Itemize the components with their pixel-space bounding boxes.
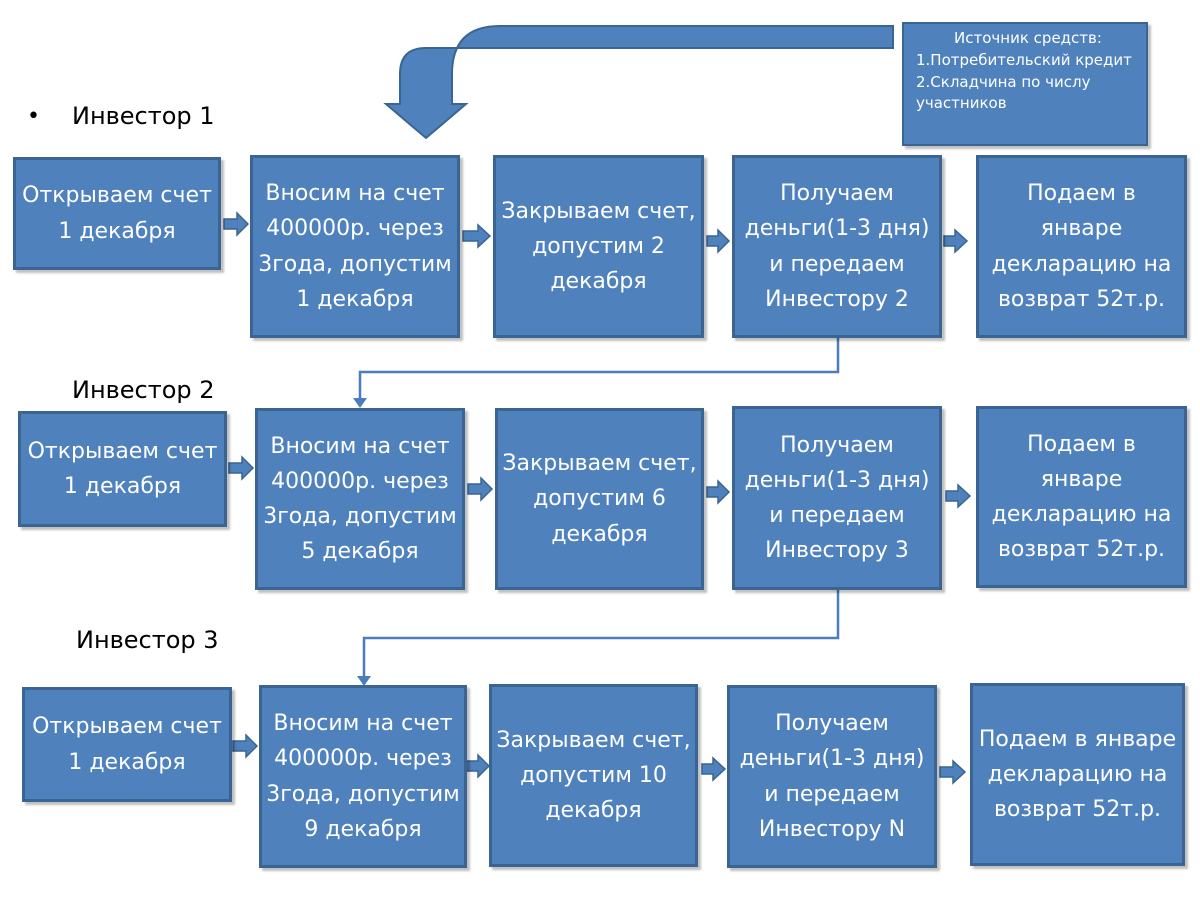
step-text: Вносим на счет 400000р. через 3года, доп… [263, 433, 457, 565]
row2-investor-label: Инвестор 2 [72, 376, 215, 404]
step-text: Открываем счет 1 декабря [32, 714, 222, 775]
row2-arrow-4 [945, 483, 972, 509]
row1-step-close-account: Закрываем счет, допустим 2 декабря [493, 155, 704, 338]
row3-arrow-1 [232, 733, 259, 759]
step-text: Подаем в январе декларацию на возврат 52… [991, 181, 1172, 312]
step-text: Подаем в январе декларацию на возврат 52… [978, 726, 1177, 823]
funds-source-title: Источник средств: [954, 29, 1102, 47]
funds-source-item: 1.Потребительский кредит [916, 50, 1132, 69]
step-text: Закрываем счет, допустим 6 декабря [502, 451, 697, 547]
row1-step-deposit: Вносим на счет 400000р. через 3года, доп… [250, 155, 460, 338]
row2-to-row3-connector [362, 590, 840, 678]
row3-step-open-account: Открываем счет 1 декабря [22, 687, 232, 802]
step-text: Вносим на счет 400000р. через 3года, доп… [266, 711, 460, 842]
step-text: Получаем деньги(1-3 дня) и передаем Инве… [744, 181, 930, 312]
row2-arrow-3 [706, 479, 731, 505]
row3-arrow-4 [939, 759, 967, 785]
funds-source-box: Источник средств: 1.Потребительский кред… [902, 22, 1148, 146]
step-text: Подаем в январе декларацию на возврат 52… [991, 431, 1172, 563]
row3-step-receive-money: Получаем деньги(1-3 дня) и передаем Инве… [727, 685, 937, 868]
row3-investor-label: Инвестор 3 [76, 626, 219, 654]
row1-step-receive-money: Получаем деньги(1-3 дня) и передаем Инве… [732, 155, 942, 338]
funds-source-item: 2.Складчина по числу участников [916, 72, 1091, 113]
step-text: Закрываем счет, допустим 10 декабря [496, 727, 691, 824]
row1-to-row2-connector [358, 338, 840, 400]
row2-step-deposit: Вносим на счет 400000р. через 3года, доп… [255, 408, 465, 590]
row3-step-deposit: Вносим на счет 400000р. через 3года, доп… [259, 685, 467, 868]
source-curved-arrow [383, 25, 894, 140]
row1-arrow-1 [223, 211, 250, 237]
row2-step-receive-money: Получаем деньги(1-3 дня) и передаем Инве… [732, 406, 942, 590]
row3-arrow-3 [701, 756, 727, 782]
row1-step-open-account: Открываем счет 1 декабря [13, 157, 221, 270]
row1-arrow-3 [706, 228, 731, 254]
step-text: Открываем счет 1 декабря [22, 183, 212, 244]
row2-step-declaration: Подаем в январе декларацию на возврат 52… [976, 406, 1187, 588]
step-text: Открываем счет 1 декабря [27, 438, 218, 499]
step-text: Получаем деньги(1-3 дня) и передаем Инве… [744, 432, 930, 564]
row1-arrow-2 [462, 223, 492, 249]
step-text: Вносим на счет 400000р. через 3года, доп… [258, 181, 452, 312]
row1-step-declaration: Подаем в январе декларацию на возврат 52… [976, 155, 1187, 338]
row1-investor-label: Инвестор 1 [72, 102, 215, 130]
step-text: Получаем деньги(1-3 дня) и передаем Инве… [739, 711, 925, 842]
row2-step-open-account: Открываем счет 1 декабря [18, 411, 227, 527]
row3-step-declaration: Подаем в январе декларацию на возврат 52… [970, 683, 1185, 866]
row1-to-row2-arrowhead [353, 398, 367, 408]
row2-to-row3-arrowhead [357, 676, 371, 686]
row2-arrow-1 [228, 455, 255, 481]
row1-arrow-4 [943, 228, 969, 254]
step-text: Закрываем счет, допустим 2 декабря [501, 198, 696, 295]
row2-arrow-2 [467, 476, 494, 502]
row3-arrow-2 [464, 753, 491, 779]
row2-step-close-account: Закрываем счет, допустим 6 декабря [495, 408, 704, 590]
row3-step-close-account: Закрываем счет, допустим 10 декабря [489, 684, 698, 867]
row1-bullet: • [27, 104, 40, 129]
